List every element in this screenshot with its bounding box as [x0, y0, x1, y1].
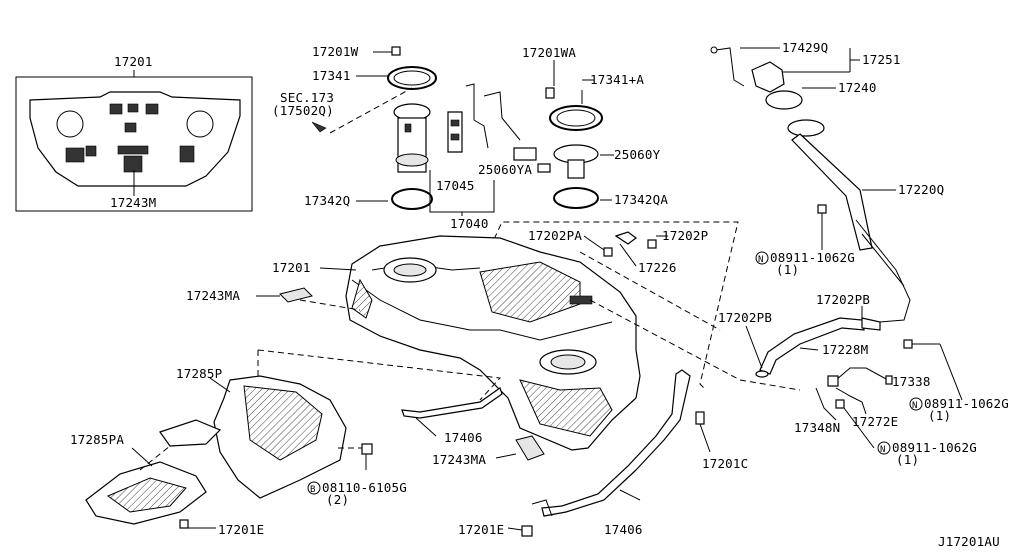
label-17201-inset: 17201 [114, 54, 153, 69]
label-17341: 17341 [312, 68, 351, 83]
label-25060y: 25060Y [614, 147, 661, 162]
label-17201wa: 17201WA [522, 45, 576, 60]
filler-group [710, 46, 911, 323]
fuel-pump-group [311, 46, 537, 216]
label-08911-1062g-1: 08911-1062G [770, 250, 855, 265]
label-17202pb-2: 17202PB [718, 310, 772, 325]
label-08911-qty-3: (1) [896, 452, 919, 467]
label-17201w: 17201W [312, 44, 359, 59]
label-17201e-1: 17201E [218, 522, 264, 537]
label-17406-2: 17406 [604, 522, 643, 537]
label-17202pb-1: 17202PB [816, 292, 870, 307]
label-08911-qty-1: (1) [776, 262, 799, 277]
label-17240: 17240 [838, 80, 877, 95]
n-symbol-1-text: N [758, 255, 764, 265]
label-17272e: 17272E [852, 414, 898, 429]
drawing-id: J17201AU [938, 534, 1000, 549]
label-17045: 17045 [436, 178, 475, 193]
label-17502q: (17502Q) [272, 103, 334, 118]
label-08911-1062g-2: 08911-1062G [924, 396, 1009, 411]
label-17338: 17338 [892, 374, 931, 389]
inset-box [15, 70, 253, 212]
fuel-tank [319, 221, 801, 451]
label-17201e-2: 17201E [458, 522, 504, 537]
label-17341a: 17341+A [590, 72, 644, 87]
insulator-17243ma-1 [256, 287, 361, 311]
label-17040: 17040 [450, 216, 489, 231]
b-symbol-text: B [310, 485, 316, 495]
label-17201: 17201 [272, 260, 311, 275]
label-17243ma-1: 17243MA [186, 288, 240, 303]
hose-group [745, 306, 963, 449]
label-17202pa: 17202PA [528, 228, 582, 243]
label-17201c: 17201C [702, 456, 748, 471]
label-17226: 17226 [638, 260, 677, 275]
label-25060ya: 25060YA [478, 162, 532, 177]
heat-shield-group [85, 349, 502, 529]
label-17285pa: 17285PA [70, 432, 124, 447]
n-symbol-3-text: N [880, 445, 886, 455]
label-17342qa: 17342QA [614, 192, 668, 207]
strap-group [401, 369, 711, 537]
label-08110-qty: (2) [326, 492, 349, 507]
label-17243m: 17243M [110, 195, 156, 210]
label-17348n: 17348N [794, 420, 840, 435]
n-symbol-1 [755, 251, 769, 265]
b-symbol [307, 481, 321, 495]
label-17342q: 17342Q [304, 193, 350, 208]
label-08911-qty-2: (1) [928, 408, 951, 423]
n-symbol-2 [909, 397, 923, 411]
n-symbol-2-text: N [912, 401, 918, 411]
n-symbol-3 [877, 441, 891, 455]
label-sec173: SEC.173 [280, 90, 334, 105]
label-17228m: 17228M [822, 342, 868, 357]
sub-pump-group [537, 60, 614, 209]
label-17202p: 17202P [662, 228, 708, 243]
label-17251: 17251 [862, 52, 901, 67]
label-17220q: 17220Q [898, 182, 944, 197]
label-17243ma-2: 17243MA [432, 452, 486, 467]
label-17406-1: 17406 [444, 430, 483, 445]
label-17285p: 17285P [176, 366, 222, 381]
label-08110-6105g: 08110-6105G [322, 480, 407, 495]
label-17429q: 17429Q [782, 40, 828, 55]
label-08911-1062g-3: 08911-1062G [892, 440, 977, 455]
